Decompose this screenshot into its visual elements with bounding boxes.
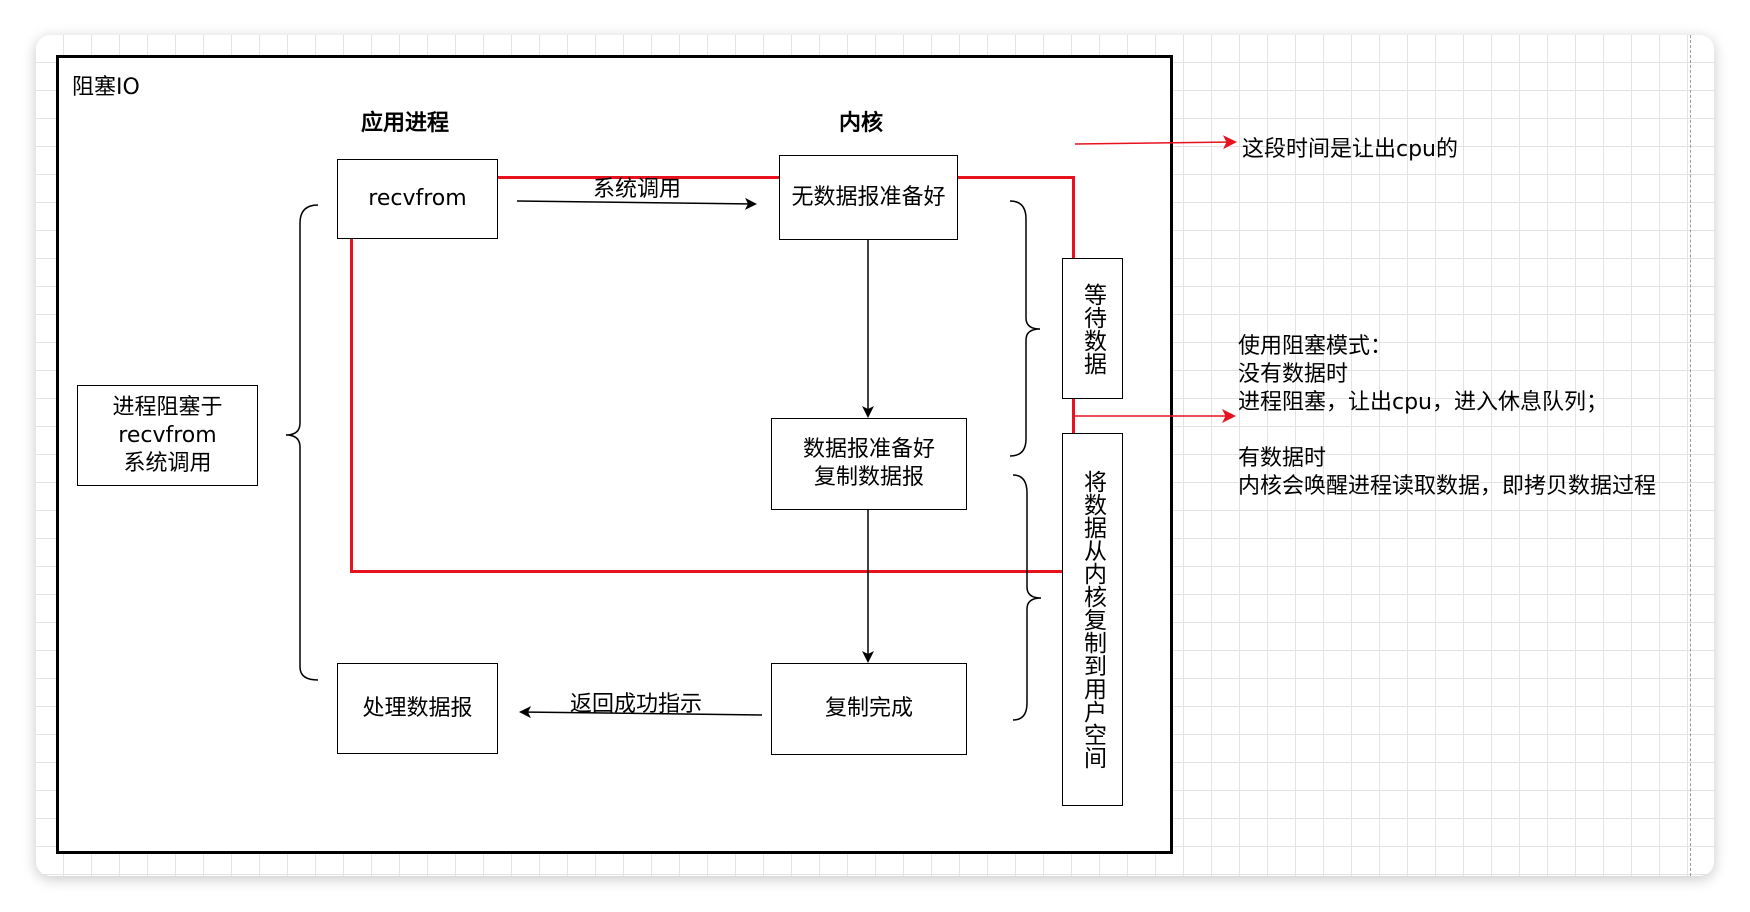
blocking-note-line: 没有数据时 [1238,362,1349,387]
return-success-arrow [519,706,763,719]
blocking-note: 使用阻塞模式： 没有数据时 进程阻塞，让出cpu，进入休息队列； 有数据时 内核… [1238,333,1656,501]
process-data-box[interactable]: 处理数据报 [337,663,498,754]
header-kernel: 内核 [839,111,884,136]
yield-cpu-pointer [1074,135,1237,150]
data-ready-copy-box[interactable]: 数据报准备好 复制数据报 [771,418,967,510]
blocking-note-line: 内核会唤醒进程读取数据，即拷贝数据过程 [1238,474,1657,499]
blocking-note-line: 使用阻塞模式： [1238,334,1393,359]
no-data-ready-box[interactable]: 无数据报准备好 [779,155,958,240]
frame-title: 阻塞IO [72,75,140,100]
page-guide-line [1690,35,1691,876]
blocked-brace [285,204,319,681]
wait-data-label[interactable]: 等待数据 [1062,258,1123,399]
canvas-window: 阻塞IO 应用进程 内核 recvfrom 无数据报准备好 数据报准备好 复制数… [36,35,1714,876]
header-app-process: 应用进程 [361,111,450,136]
yield-cpu-annotation: 这段时间是让出cpu的 [1242,137,1459,162]
connector-layer [285,135,1237,721]
syscall-arrow [516,197,757,210]
syscall-label: 系统调用 [593,177,682,202]
copy-data-brace [1012,474,1042,721]
recvfrom-box[interactable]: recvfrom [337,159,498,239]
copy-to-user-label[interactable]: 将数据从内核复制到用户空间 [1062,433,1123,806]
blocking-note-line: 进程阻塞，让出cpu，进入休息队列； [1238,390,1609,415]
wait-data-brace [1009,200,1041,457]
process-blocked-box[interactable]: 进程阻塞于 recvfrom 系统调用 [77,385,258,486]
copy-done-box[interactable]: 复制完成 [771,663,967,755]
blocking-note-line: 有数据时 [1238,446,1327,471]
